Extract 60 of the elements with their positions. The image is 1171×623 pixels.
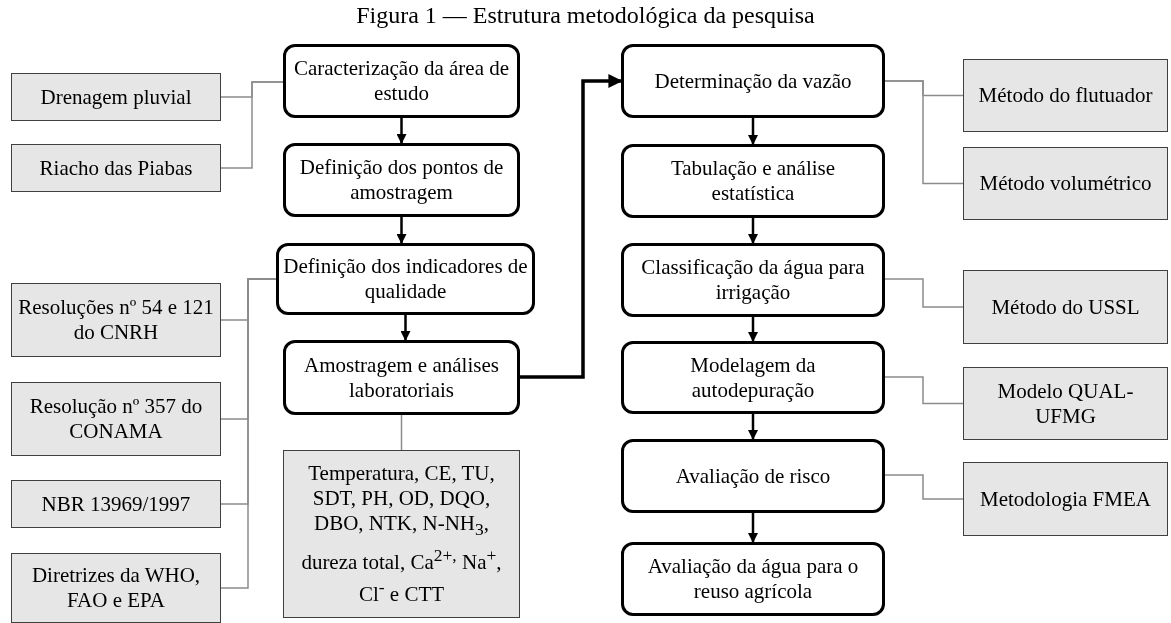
box-text: Riacho das Piabas — [39, 155, 193, 181]
reference-box — [963, 59, 1168, 132]
arrow — [520, 74, 623, 379]
reference-box — [963, 367, 1168, 440]
box-text: Diretrizes da WHO, FAO e EPA — [30, 563, 202, 613]
box-text: Resolução nº 357 do CONAMA — [28, 394, 204, 444]
arrow — [748, 414, 758, 440]
arrow — [748, 317, 758, 342]
box-text: NBR 13969/1997 — [41, 491, 191, 517]
reference-box — [963, 462, 1168, 536]
box-text: Avaliação da água para o reuso agrícola — [646, 554, 860, 604]
arrow — [400, 315, 411, 341]
reference-box — [11, 382, 221, 456]
box-text: Determinação da vazão — [654, 68, 852, 94]
process-box — [621, 341, 885, 414]
box-text: Drenagem pluvial — [40, 84, 192, 110]
reference-box — [11, 144, 221, 192]
reference-box — [963, 270, 1168, 344]
process-box — [283, 340, 520, 415]
connector-line — [400, 414, 403, 451]
box-text: Definição dos pontos de amostragem — [298, 155, 505, 205]
reference-box — [11, 480, 221, 528]
figure-title: Figura 1 — Estrutura metodológica da pesquisa — [355, 1, 816, 30]
process-box — [621, 243, 885, 317]
reference-box — [11, 283, 221, 357]
arrow — [748, 513, 758, 543]
box-text: Caracterização da área de estudo — [292, 56, 511, 106]
process-box — [621, 44, 885, 118]
process-box — [621, 439, 885, 513]
box-text: Amostragem e análises laboratoriais — [303, 352, 500, 403]
box-text: Método volumétrico — [979, 171, 1152, 196]
box-text: Modelo QUAL-UFMG — [996, 378, 1135, 429]
process-box — [283, 143, 520, 217]
connector-line — [220, 81, 284, 169]
box-text: Definição dos indicadores de qualidade — [283, 254, 528, 304]
process-box — [283, 44, 520, 118]
box-text: Classificação da água para irrigação — [640, 255, 866, 305]
box-text: Metodologia FMEA — [980, 486, 1151, 512]
box-text: Método do USSL — [991, 294, 1140, 320]
process-box — [276, 243, 535, 315]
box-text: Temperatura, CE, TU, SDT, PH, OD, DQO, DBO, NTK, N-NH$_{3}$, dureza total, Ca$^{2+,}$ Na$^{+}$, Cl$^{-}$ e CTT — [300, 461, 503, 607]
box-text: Resoluções nº 54 e 121 do CNRH — [17, 295, 215, 345]
arrow — [396, 217, 407, 244]
connector-line — [884, 474, 964, 500]
box-text: Avaliação de risco — [675, 463, 831, 489]
arrow — [748, 118, 758, 145]
box-text: Método do flutuador — [978, 83, 1153, 108]
connector-line — [884, 80, 964, 185]
arrow — [748, 218, 758, 244]
reference-box — [283, 450, 520, 618]
reference-box — [11, 73, 221, 121]
box-text: Tabulação e análise estatística — [669, 156, 837, 206]
box-text: Modelagem da autodepuração — [689, 352, 817, 403]
connector-line — [884, 278, 964, 308]
process-box — [621, 144, 885, 218]
arrow — [396, 118, 407, 144]
reference-box — [963, 147, 1168, 220]
reference-box — [11, 553, 221, 623]
process-box — [621, 542, 885, 616]
connector-line — [884, 376, 964, 405]
